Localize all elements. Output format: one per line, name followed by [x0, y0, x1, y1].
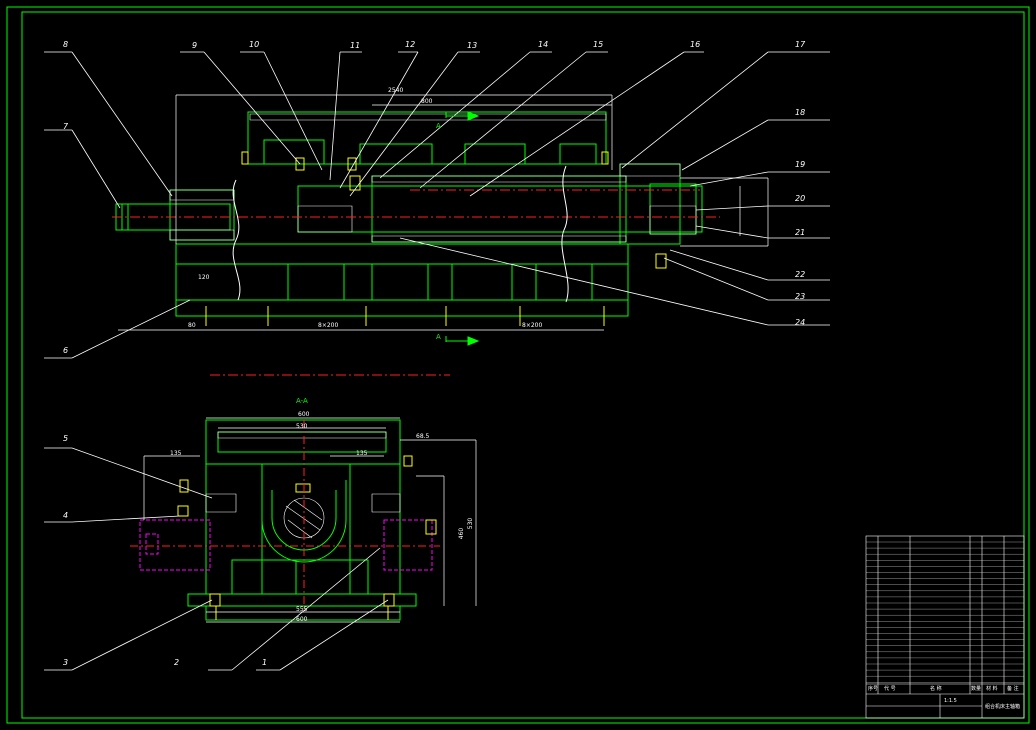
dim-bottom-c: 8×200 — [522, 322, 543, 329]
section-leaders — [44, 447, 389, 671]
tb-col-code: 代 号 — [884, 686, 896, 692]
part-label-3: 3 — [63, 658, 69, 667]
section-view — [187, 419, 417, 621]
part-label-8: 8 — [63, 40, 69, 49]
tb-col-material: 材 料 — [986, 686, 998, 692]
part-label-13: 13 — [467, 41, 478, 50]
part-label-6: 6 — [63, 346, 69, 355]
dim-bottom-b: 8×200 — [318, 322, 339, 329]
tb-col-index: 序号 — [868, 686, 879, 692]
part-label-21: 21 — [795, 228, 806, 237]
section-axis — [130, 420, 440, 612]
part-label-4: 4 — [63, 511, 69, 520]
axis-lines — [112, 189, 720, 376]
dim-sec-height: 460 — [458, 527, 466, 540]
part-label-1: 1 — [262, 658, 268, 667]
dim-sec-left: 135 — [170, 450, 182, 457]
part-label-7: 7 — [63, 122, 69, 131]
dim-sec-height2: 530 — [467, 517, 475, 530]
title-block-rows — [866, 541, 1024, 683]
dim-top-overall: 2540 — [388, 87, 404, 94]
part-label-12: 12 — [405, 40, 416, 49]
dim-sec-inner: 530 — [296, 423, 308, 430]
dim-sec-top: 600 — [298, 411, 310, 418]
section-hatch — [205, 431, 401, 539]
dim-sec-bottom-b: 600 — [296, 616, 308, 623]
part-label-23: 23 — [795, 292, 806, 301]
dim-bottom-a: 80 — [188, 322, 196, 329]
feet — [205, 306, 605, 326]
outer-frame — [6, 6, 1030, 724]
part-label-24: 24 — [795, 318, 806, 327]
part-label-15: 15 — [593, 40, 604, 49]
part-label-2: 2 — [174, 658, 180, 667]
main-hatch — [169, 113, 697, 243]
tb-col-qty: 数量 — [971, 686, 982, 692]
part-label-16: 16 — [690, 40, 701, 49]
part-label-5: 5 — [63, 434, 69, 443]
dimension-lines — [118, 94, 769, 331]
section-label: A-A — [296, 397, 308, 405]
part-label-9: 9 — [192, 41, 198, 50]
part-label-20: 20 — [795, 194, 806, 203]
part-label-14: 14 — [538, 40, 549, 49]
title-block — [865, 535, 1025, 719]
part-label-18: 18 — [795, 108, 806, 117]
inner-frame — [21, 11, 1025, 719]
dim-top-mid: 800 — [421, 98, 433, 105]
dim-sec-right: 68.5 — [416, 433, 430, 440]
tb-scale: 1:1.5 — [944, 698, 957, 704]
break-lines — [232, 165, 569, 303]
main-view — [115, 111, 703, 317]
cut-letter-bottom: A — [436, 333, 441, 341]
tb-col-note: 备 注 — [1007, 686, 1019, 692]
dim-left: 120 — [198, 274, 210, 281]
leader-lines — [44, 51, 830, 359]
dim-sec-bottom-a: 555 — [296, 606, 308, 613]
section-arrows — [445, 111, 480, 346]
tb-title: 组合机床主轴箱 — [985, 704, 1021, 710]
part-label-11: 11 — [350, 41, 361, 50]
part-label-22: 22 — [795, 270, 806, 279]
part-label-19: 19 — [795, 160, 806, 169]
section-yellow — [177, 455, 437, 620]
part-label-10: 10 — [249, 40, 260, 49]
dim-sec-mid: 135 — [356, 450, 368, 457]
part-label-17: 17 — [795, 40, 806, 49]
tb-col-name: 名 称 — [930, 686, 942, 692]
section-magenta — [139, 519, 433, 571]
section-dim-lines — [143, 417, 477, 623]
cut-letter-top: A — [436, 122, 441, 130]
